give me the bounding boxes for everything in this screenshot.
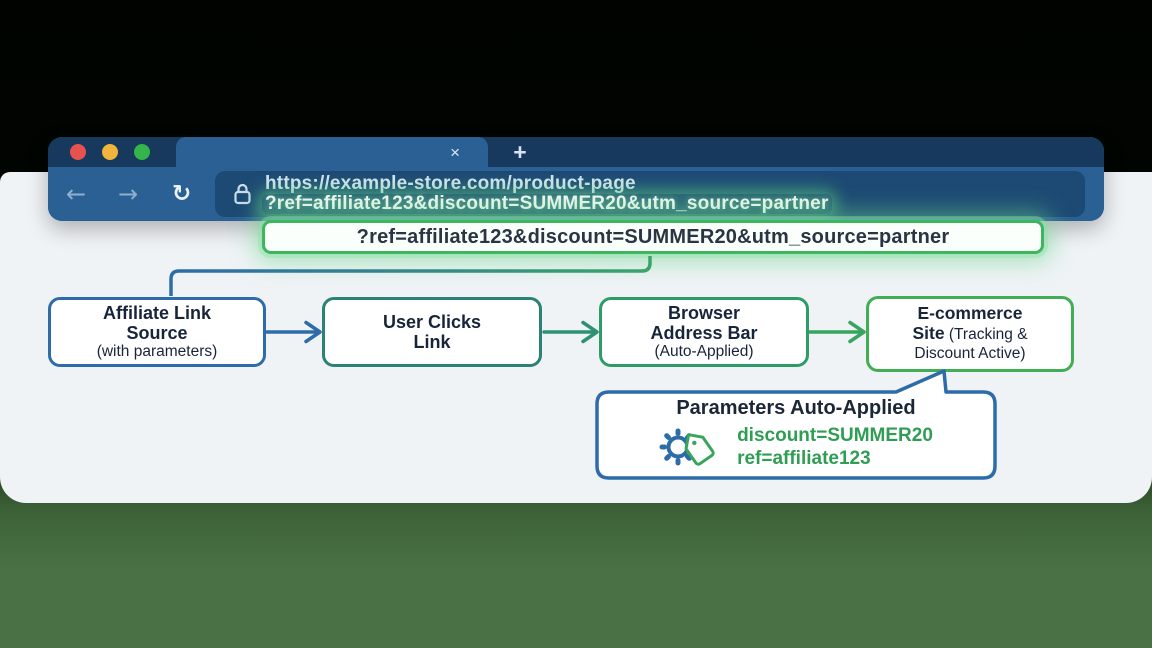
browser-titlebar: × +	[48, 137, 1104, 167]
forward-icon[interactable]: →	[118, 180, 139, 208]
new-tab-button[interactable]: +	[513, 138, 527, 165]
callout-title: Parameters Auto-Applied	[676, 397, 916, 419]
box4-title-line1: E-commerce	[917, 303, 1023, 324]
callout-parameters-applied: Parameters Auto-Applied	[597, 392, 995, 476]
browser-window: × + ← → ↻ https://example-store.com/prod…	[48, 137, 1104, 221]
address-bar[interactable]: https://example-store.com/product-page ?…	[215, 171, 1085, 217]
gear-tag-icon	[659, 428, 715, 466]
lock-icon	[234, 183, 251, 205]
box4-line2-rest: (Tracking &	[944, 325, 1028, 343]
back-icon[interactable]: ←	[66, 180, 87, 208]
applied-parameters: discount=SUMMER20 ref=affiliate123	[737, 424, 933, 470]
flow-box-affiliate-link-source: Affiliate Link Source (with parameters)	[48, 297, 266, 367]
param-discount: discount=SUMMER20	[737, 425, 933, 446]
flow-box-browser-address-bar: Browser Address Bar (Auto-Applied)	[599, 297, 809, 367]
minimize-window-icon[interactable]	[102, 144, 118, 160]
box1-title-line1: Affiliate Link	[102, 303, 211, 323]
url-text: https://example-store.com/product-page ?…	[262, 173, 832, 214]
box1-title-line2: Source	[126, 323, 188, 343]
tab-close-icon[interactable]: ×	[450, 142, 460, 162]
box2-title-line2: Link	[413, 332, 451, 352]
close-window-icon[interactable]	[70, 144, 86, 160]
flow-box-user-clicks-link: User Clicks Link	[322, 297, 542, 367]
box1-subtitle: (with parameters)	[96, 343, 218, 360]
flow-box-ecommerce-site: E-commerce Site (Tracking & Discount Act…	[866, 296, 1074, 372]
url-line-1: https://example-store.com/product-page	[265, 173, 636, 194]
box3-title-line1: Browser	[667, 303, 741, 323]
browser-toolbar: ← → ↻ https://example-store.com/product-…	[48, 167, 1104, 221]
box4-title-line2-bold: Site	[912, 322, 945, 343]
reload-icon[interactable]: ↻	[172, 181, 192, 207]
url-line-2-highlighted: ?ref=affiliate123&discount=SUMMER20&utm_…	[262, 194, 832, 214]
window-controls	[70, 144, 150, 160]
maximize-window-icon[interactable]	[134, 144, 150, 160]
box2-title-line1: User Clicks	[382, 312, 482, 332]
box4-line3: Discount Active)	[914, 345, 1026, 363]
box3-title-line2: Address Bar	[650, 323, 758, 343]
box3-subtitle: (Auto-Applied)	[654, 343, 754, 360]
query-string-highlight-box: ?ref=affiliate123&discount=SUMMER20&utm_…	[262, 220, 1044, 254]
param-ref: ref=affiliate123	[737, 448, 871, 469]
browser-tab[interactable]: ×	[176, 137, 488, 167]
